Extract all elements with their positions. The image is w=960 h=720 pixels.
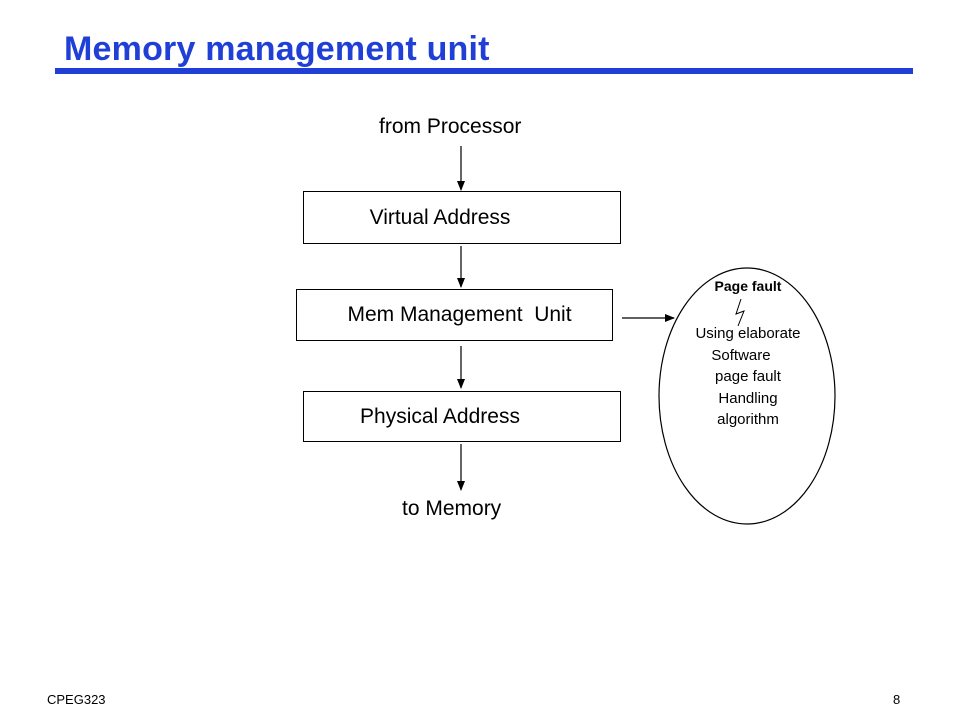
page-fault-line: Using elaborate [695,325,801,342]
physical-address-box: Physical Address [303,391,621,442]
footer-page-number: 8 [893,692,901,707]
virtual-address-label: Virtual Address [369,205,511,229]
virtual-address-box: Virtual Address [303,191,621,244]
page-fault-heading: Page fault [714,278,782,294]
page-fault-line: page fault [715,368,781,385]
slide-title: Memory management unit [64,30,490,68]
to-memory-label: to Memory [402,497,502,520]
lightning-icon [735,298,745,327]
page-fault-line: Handling [718,389,778,407]
mmu-box: Mem Management Unit [296,289,613,341]
page-fault-ellipse [658,267,836,525]
page-fault-description: Using elaborate Software page fault Hand… [660,323,836,431]
physical-address-label: Physical Address [360,404,520,428]
from-processor-label: from Processor [379,115,522,138]
page-fault-line: algorithm [717,411,779,428]
footer-course-label: CPEG323 [47,692,106,707]
title-underline [55,68,913,74]
mmu-label: Mem Management Unit [347,303,572,326]
page-fault-line: Software [711,346,771,364]
